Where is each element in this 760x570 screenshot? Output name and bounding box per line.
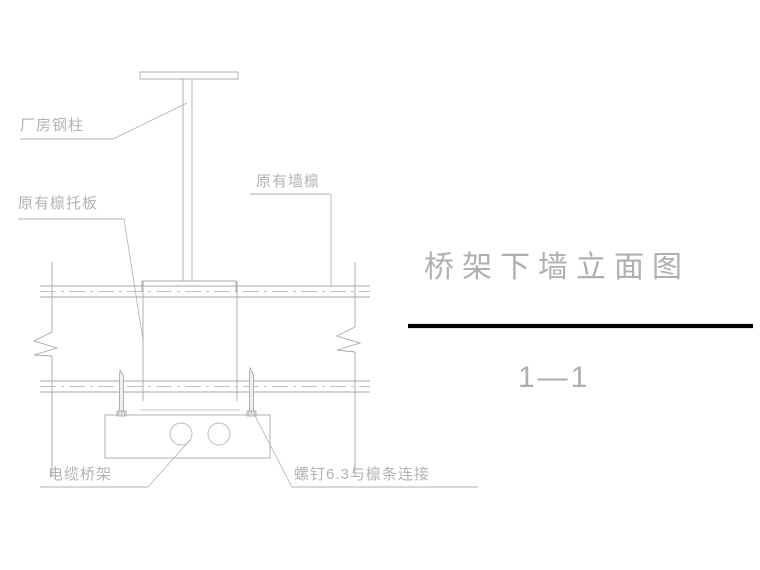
leader-steel-column bbox=[20, 102, 188, 140]
leader-purlin-support-plate bbox=[18, 218, 144, 341]
i-beam-column bbox=[139, 71, 239, 292]
annotation-existing-wall-purlin: 原有墙檩 bbox=[256, 173, 321, 190]
wall-purlin-upper bbox=[40, 285, 370, 298]
leader-cable-tray bbox=[40, 439, 191, 488]
drawing-section-label: 1—1 bbox=[518, 361, 591, 394]
cable-tray-box bbox=[104, 409, 271, 459]
annotation-purlin-support-plate: 原有檩托板 bbox=[18, 195, 99, 212]
purlin-support-plate bbox=[142, 281, 238, 401]
leader-existing-wall-purlin bbox=[250, 193, 332, 287]
wall-outline bbox=[51, 262, 356, 476]
drawing-title: 桥架下墙立面图 bbox=[424, 251, 690, 284]
annotation-cable-tray: 电缆桥架 bbox=[48, 466, 113, 483]
screw-right bbox=[246, 366, 257, 417]
leader-screw-connection bbox=[253, 413, 478, 488]
screw-left bbox=[116, 368, 127, 417]
break-symbol-left bbox=[32, 331, 59, 357]
annotation-steel-column: 厂房钢柱 bbox=[20, 117, 85, 134]
break-symbol-right bbox=[335, 326, 362, 353]
wall-purlin-lower bbox=[40, 380, 370, 393]
annotation-screw-purlin-connection: 螺钉6.3与檩条连接 bbox=[294, 466, 430, 483]
